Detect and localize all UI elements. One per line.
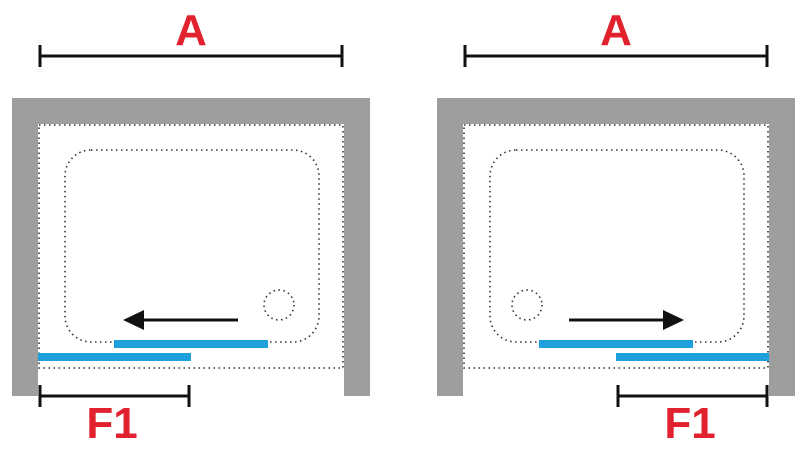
drain bbox=[263, 289, 295, 321]
fixed-panel bbox=[38, 353, 191, 361]
width-label: A bbox=[175, 6, 207, 55]
wall bbox=[437, 98, 795, 396]
width-dimension-line bbox=[463, 45, 769, 67]
width-label: A bbox=[600, 6, 632, 55]
shower-tray bbox=[489, 149, 745, 343]
opening-dimension-line bbox=[616, 385, 769, 407]
opening-label: F1 bbox=[664, 399, 715, 448]
shower-tray bbox=[64, 149, 320, 343]
enclosure-outline bbox=[38, 124, 344, 369]
opening-dimension-line bbox=[38, 385, 191, 407]
opening-label: F1 bbox=[86, 399, 137, 448]
slide-direction-arrow bbox=[123, 310, 238, 330]
diagram-right: A F1 bbox=[437, 6, 795, 448]
slide-direction-arrow bbox=[569, 310, 684, 330]
enclosure-outline bbox=[463, 124, 769, 369]
wall bbox=[12, 98, 370, 396]
sliding-panel bbox=[539, 340, 693, 348]
sliding-panel bbox=[114, 340, 268, 348]
diagram-left: A F1 bbox=[12, 6, 370, 448]
drain bbox=[511, 289, 543, 321]
fixed-panel bbox=[616, 353, 769, 361]
width-dimension-line bbox=[38, 45, 344, 67]
